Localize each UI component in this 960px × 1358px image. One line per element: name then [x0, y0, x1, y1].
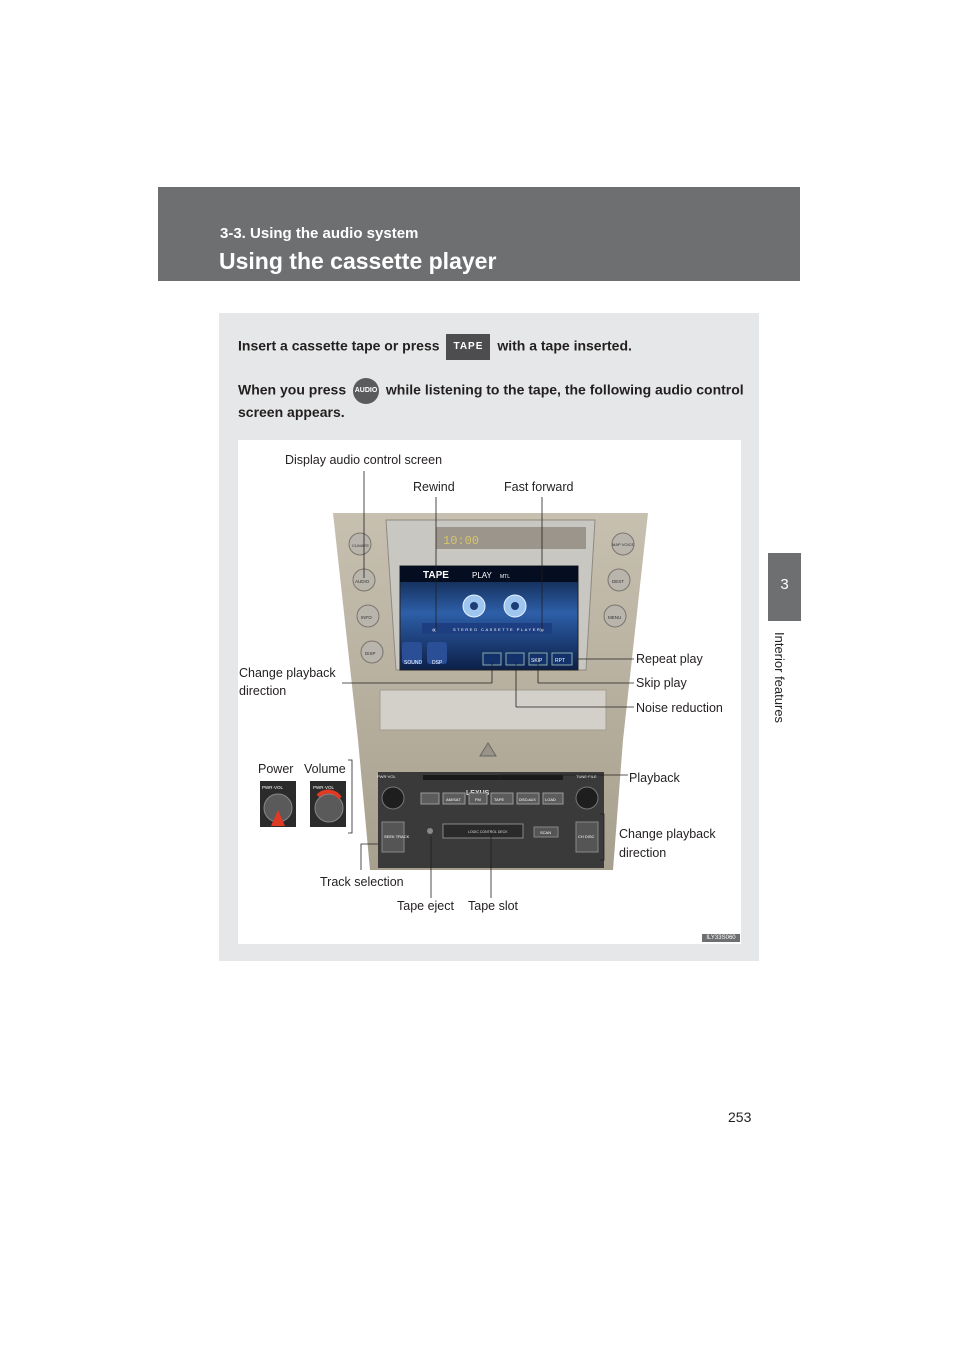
power-inset-label: PWR·VOL: [262, 785, 283, 790]
lcd-rpt-btn: RPT: [555, 658, 565, 664]
callout-noise-reduction: Noise reduction: [636, 701, 723, 715]
intro-line-1: Insert a cassette tape or press TAPE wit…: [238, 334, 632, 360]
dest-btn-label: DEST: [612, 579, 624, 584]
audio-button-icon: AUDIO: [353, 378, 380, 404]
callout-tape-slot: Tape slot: [468, 899, 519, 913]
disc-label: DISC•AUX: [519, 798, 536, 802]
callout-display-audio: Display audio control screen: [285, 453, 443, 467]
lcd-status: PLAY: [472, 571, 493, 580]
intro-text: with a tape inserted.: [497, 337, 632, 354]
logic-label: LOGIC CONTROL DECK: [468, 830, 508, 834]
amsat-label: AM/SAT: [446, 797, 461, 802]
clock-display: [436, 527, 586, 549]
lcd-dsp-btn: DSP: [432, 660, 443, 666]
right-round-buttons: [603, 532, 635, 628]
menu-btn-label: MENU: [608, 615, 621, 620]
chapter-number: 3: [780, 576, 789, 593]
lcd-caption: STEREO CASSETTE PLAYER: [453, 627, 541, 632]
intro-text: while listening to the tape, the followi…: [385, 381, 744, 398]
lcd-skip-btn: SKIP: [531, 658, 543, 664]
volume-inset-label: PWR·VOL: [313, 785, 334, 790]
figure-code: ILY33S060: [702, 934, 740, 942]
callout-change-dir-left-1: Change playback: [239, 666, 336, 680]
tune-knob: [575, 786, 599, 810]
callout-tape-eject: Tape eject: [397, 899, 454, 913]
tape-label: TAPE: [494, 797, 504, 802]
intro-text: Insert a cassette tape or press: [238, 337, 440, 354]
intro-text: When you press: [238, 381, 347, 398]
audio-btn-label: AUDIO: [355, 579, 370, 584]
lcd-rewind-icon: «: [432, 627, 436, 634]
pwr-vol-knob: [381, 786, 405, 810]
intro-line-3: screen appears.: [238, 404, 345, 420]
pwr-vol-label: PWR·VOL: [377, 774, 396, 779]
chapter-label: Interior features: [772, 632, 787, 724]
callout-playback: Playback: [629, 771, 680, 785]
climate-btn-label: CLIMATE: [352, 543, 369, 548]
scan-label: SCAN: [540, 830, 551, 835]
audio-console-figure: 10:00 TAPE PLAY MTL STEREO CASSETTE PLAY…: [238, 440, 741, 944]
chapter-tab: 3: [768, 553, 801, 621]
callout-lines: [342, 471, 634, 898]
disp-btn-label: DISP: [365, 651, 376, 656]
callout-change-dir-right-2: direction: [619, 846, 667, 860]
ch-disc-button: [575, 821, 599, 853]
hazard-button: [479, 742, 497, 757]
lcd-ff-icon: »: [540, 627, 544, 634]
tape-button-icon: TAPE: [446, 334, 491, 360]
callout-fast-forward: Fast forward: [504, 480, 574, 494]
ch-disc-label: CH DISC: [578, 834, 595, 839]
clock-text: 10:00: [443, 534, 479, 548]
page-title: Using the cassette player: [219, 248, 497, 274]
seek-label: SEEK TRACK: [384, 834, 410, 839]
section-header: 3-3. Using the audio system Using the ca…: [158, 187, 800, 281]
tune-label: TUNE·FILE: [576, 774, 597, 779]
section-label: 3-3. Using the audio system: [220, 225, 419, 242]
lcd-mtl: MTL: [500, 574, 510, 580]
page-number: 253: [728, 1109, 752, 1125]
console-illustration: 10:00 TAPE PLAY MTL STEREO CASSETTE PLAY…: [260, 471, 648, 898]
left-round-buttons: [348, 532, 384, 664]
callout-volume: Volume: [304, 762, 346, 776]
content-panel: Insert a cassette tape or press TAPE wit…: [219, 313, 759, 961]
callout-track-selection: Track selection: [320, 875, 404, 889]
source-button-row: [420, 792, 564, 805]
climate-strip: [379, 689, 607, 731]
callout-skip-play: Skip play: [636, 676, 687, 690]
fm-label: FM: [475, 797, 481, 802]
info-btn-label: INFO: [361, 615, 372, 620]
seek-track-button: [381, 821, 405, 853]
lcd-sound-btn: SOUND: [404, 660, 422, 666]
tape-deck: [442, 823, 524, 839]
intro-line-2: When you press AUDIO while listening to …: [238, 378, 744, 404]
callout-change-dir-left-2: direction: [239, 684, 287, 698]
eject-button: [427, 828, 433, 834]
callout-change-dir-right-1: Change playback: [619, 827, 716, 841]
callout-repeat-play: Repeat play: [636, 652, 703, 666]
map-btn-label: MAP VOICE: [612, 542, 634, 547]
callout-power: Power: [258, 762, 294, 776]
scan-button: [533, 826, 559, 838]
load-label: LOAD: [545, 797, 556, 802]
callout-rewind: Rewind: [413, 480, 455, 494]
